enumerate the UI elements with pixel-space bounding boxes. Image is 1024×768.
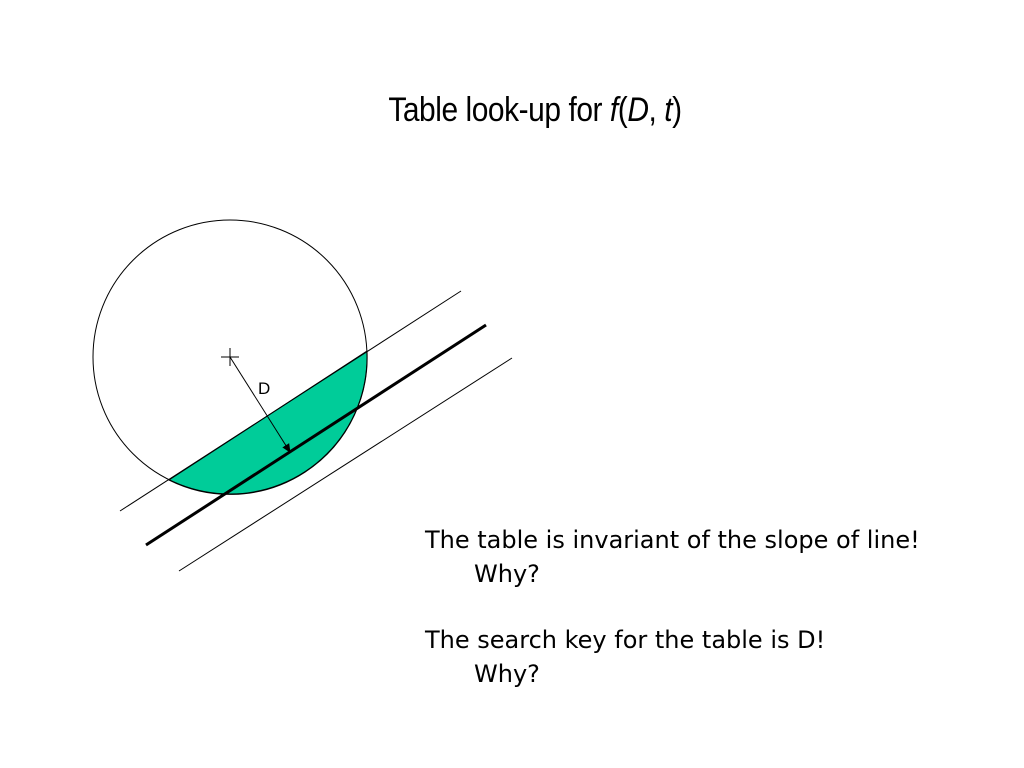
distance-label: D (258, 379, 270, 398)
main-line (145, 323, 487, 547)
title-arg-t: t (664, 91, 673, 129)
distance-arrow (229, 356, 291, 453)
title-arg-d: D (627, 91, 649, 129)
note-1-question: Why? (474, 560, 540, 588)
title-comma: , (648, 91, 665, 129)
notes-block: The table is invariant of the slope of l… (425, 523, 920, 691)
title-close-paren: ) (672, 91, 682, 129)
note-1-statement: The table is invariant of the slope of l… (425, 526, 920, 554)
title-open-paren: ( (617, 91, 628, 129)
title-prefix: Table look-up for (388, 91, 610, 129)
note-2-question: Why? (474, 660, 540, 688)
note-2-statement: The search key for the table is D! (425, 626, 826, 654)
title-function: f (609, 91, 618, 129)
slide-title: Table look-up for f(D, t) (64, 88, 1006, 132)
lower-boundary-line (178, 357, 513, 572)
circle (92, 219, 368, 495)
upper-boundary-line (119, 290, 462, 512)
